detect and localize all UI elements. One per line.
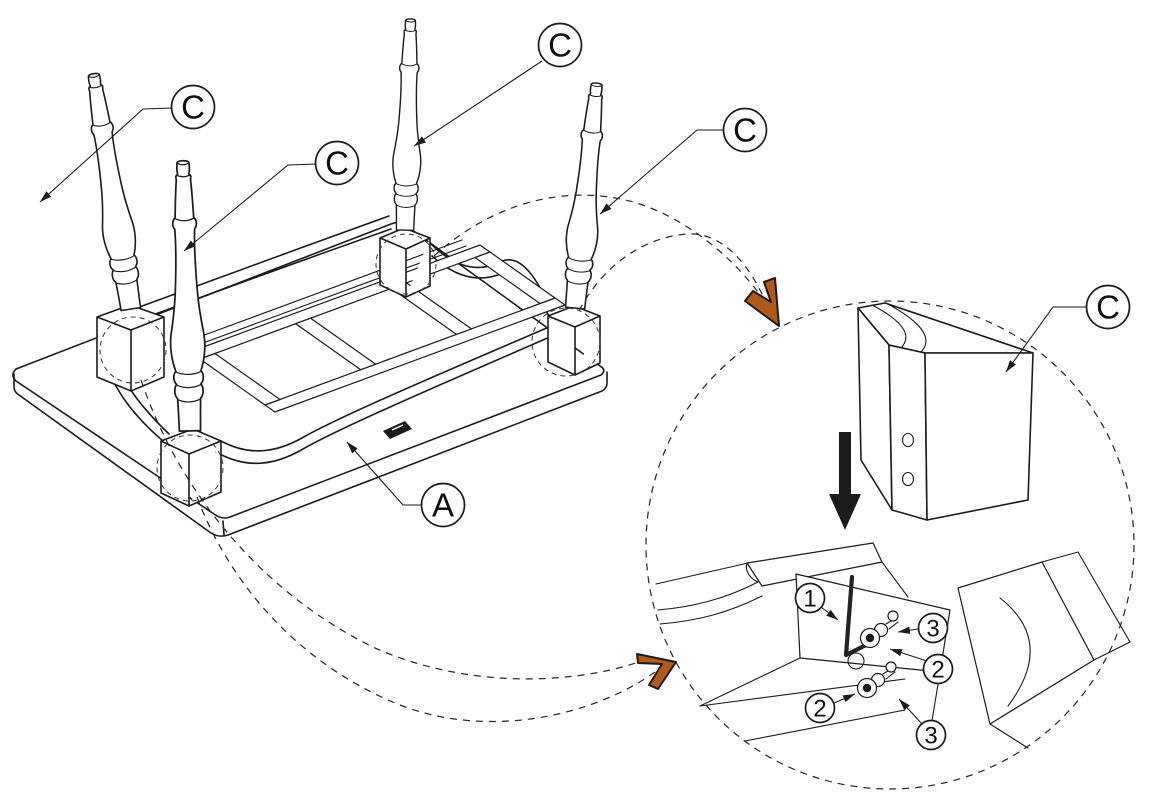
callout-leg-3: C xyxy=(537,22,583,68)
zoom-curve-bottom-2 xyxy=(196,496,656,723)
zoom-source-circle-leg1 xyxy=(99,316,167,384)
leg-1-group xyxy=(77,70,165,392)
zoom-curve-top-2 xyxy=(578,233,772,317)
callout-leader-washer-lower xyxy=(898,698,923,725)
callout-detail-leg-block: C xyxy=(1085,284,1131,330)
callout-leg-2-label: C xyxy=(325,145,349,182)
bolt-lower xyxy=(856,667,896,699)
callout-leg-1: C xyxy=(170,84,216,130)
callout-leader-leg1 xyxy=(39,107,173,203)
inner-frame xyxy=(171,239,566,413)
zoom-leaders xyxy=(140,194,780,723)
leg-block-bolt-hole-upper xyxy=(901,432,915,448)
leg-1 xyxy=(77,70,148,313)
leg-block-bolt-hole-lower xyxy=(901,471,915,487)
callout-leader-leg2 xyxy=(183,163,317,252)
washer-lower xyxy=(885,661,897,673)
bolt-upper xyxy=(859,617,899,649)
callout-leg-4-label: C xyxy=(733,112,757,149)
slide-rail xyxy=(171,239,467,354)
table-lock-latch-slot xyxy=(391,424,404,431)
corner-block-4 xyxy=(547,305,601,376)
callout-leg-1-label: C xyxy=(181,89,205,126)
zoom-source-circle-leg2 xyxy=(156,434,224,502)
table-lock-latch xyxy=(383,421,412,439)
detail-apron-molding xyxy=(655,561,909,625)
callout-leg-3-label: C xyxy=(548,27,572,64)
leg-2-group xyxy=(160,159,222,507)
callout-washer-lower: 3 xyxy=(915,719,947,751)
zoom-curve-bottom-1 xyxy=(140,379,651,680)
zoom-arrow-top xyxy=(744,277,780,327)
front-apron xyxy=(215,326,553,465)
frame-cross-rail xyxy=(199,352,281,406)
callout-leader-hex-key xyxy=(820,606,839,621)
table-assembly xyxy=(12,17,613,537)
bracket-key-hole xyxy=(847,652,865,670)
callout-washer-upper: 3 xyxy=(917,612,949,644)
callout-detail-leg-block-label: C xyxy=(1096,289,1120,326)
callout-leader-detail-leg-block xyxy=(1005,306,1086,373)
detail-leg-in-place xyxy=(957,561,1095,725)
callout-bolt-lower: 2 xyxy=(804,692,836,724)
detail-leg-block xyxy=(857,302,1034,521)
callout-leader-bolt-lower xyxy=(833,693,856,704)
zoom-arrow-left xyxy=(636,653,677,690)
detail-view xyxy=(645,300,1135,790)
detail-leg-turning-curve xyxy=(989,551,1131,749)
leg-block-front-face xyxy=(888,344,928,521)
callout-leader-leg4 xyxy=(599,129,723,215)
insert-direction-arrow xyxy=(829,432,861,530)
callout-leader-leg3 xyxy=(413,60,543,147)
callout-washer-upper-label: 3 xyxy=(926,616,939,643)
callout-tabletop-label: A xyxy=(432,487,454,524)
callout-hex-key: 1 xyxy=(794,582,826,614)
frame-cross-rail xyxy=(295,317,377,371)
callout-bolt-upper: 2 xyxy=(922,653,954,685)
corner-block-2 xyxy=(160,428,222,507)
detail-circle xyxy=(645,300,1135,790)
callouts: C C C C C A 1 3 xyxy=(39,22,1131,751)
leg-4-group xyxy=(547,80,613,376)
callout-hex-key-label: 1 xyxy=(803,586,816,613)
washer-upper xyxy=(887,610,899,622)
detail-lower-apron xyxy=(699,657,941,742)
leg-block-corner-round xyxy=(871,302,927,353)
hex-key xyxy=(843,574,869,658)
callout-leader-bolt-upper xyxy=(889,648,928,662)
callout-bolt-upper-label: 2 xyxy=(931,657,944,684)
frame-cross-rail xyxy=(474,251,556,305)
zoom-curve-top-1 xyxy=(433,194,771,311)
corner-block-3 xyxy=(379,227,431,298)
leg-3 xyxy=(390,17,426,232)
callout-leg-4: C xyxy=(722,107,768,153)
callout-leader-washer-upper xyxy=(897,626,919,634)
callout-tabletop: A xyxy=(420,482,466,528)
zoom-source-circle-leg3 xyxy=(375,233,437,295)
callout-leg-2: C xyxy=(314,140,360,186)
callout-bolt-lower-label: 2 xyxy=(813,696,826,723)
callout-leader-tabletop xyxy=(346,441,421,506)
callout-washer-lower-label: 3 xyxy=(924,723,937,750)
leg-block-right-face xyxy=(924,352,1034,521)
corner-block-1 xyxy=(96,304,165,392)
detail-corner-joint xyxy=(655,542,1131,749)
zoom-source-circle-leg4 xyxy=(531,307,601,377)
